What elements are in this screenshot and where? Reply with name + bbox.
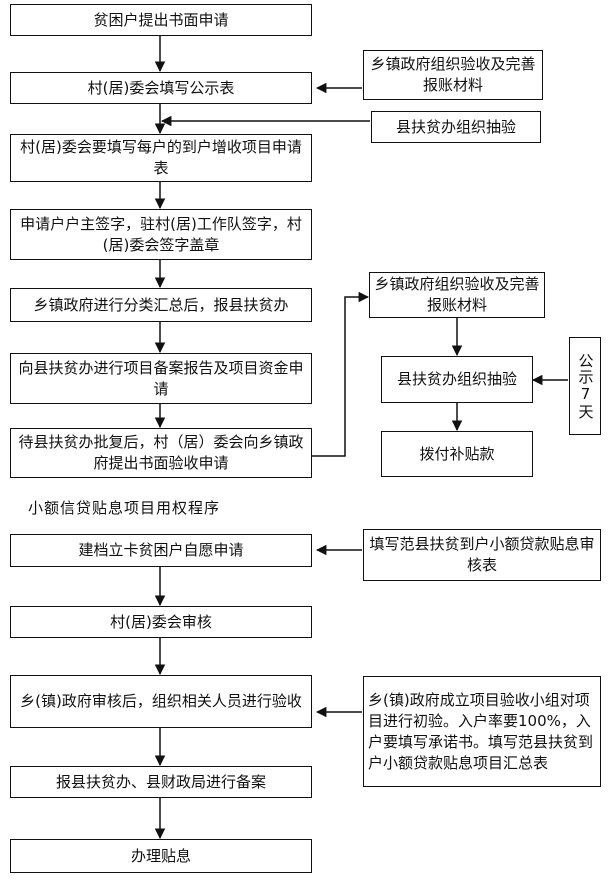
flow2-step-county-filing: 报县扶贫办、县财政局进行备案	[10, 766, 312, 798]
branch-connector	[312, 291, 370, 457]
flow2-step-interest-subsidy-text: 办理贴息	[130, 846, 191, 865]
flow1-step-township-summary-text: 乡镇政府进行分类汇总后，报县扶贫办	[33, 295, 289, 314]
flow2-side-form: 填写范县扶贫到户小额贷款贴息审核表	[363, 529, 601, 581]
flow1-branch-acceptance-text: 乡镇政府组织验收及完善报账材料	[374, 275, 540, 314]
flow1-step-apply: 贫困户提出书面申请	[10, 4, 312, 36]
flow1-step-apply-text: 贫困户提出书面申请	[93, 10, 229, 29]
flow1-side-acceptance-text: 乡镇政府组织验收及完善报账材料	[370, 55, 536, 94]
section-title: 小额信贷贴息项目用权程序	[28, 499, 221, 517]
flow2-step-township-review-text: 乡(镇)政府审核后，组织相关人员进行验收	[20, 692, 302, 710]
flow1-branch-acceptance: 乡镇政府组织验收及完善报账材料	[369, 272, 545, 318]
flow1-branch-payment-text: 拨付补贴款	[419, 444, 495, 463]
flow1-step-publicity-form-text: 村(居)委会填写公示表	[87, 78, 235, 97]
flow1-step-township-summary: 乡镇政府进行分类汇总后，报县扶贫办	[10, 288, 312, 322]
flow1-branch-payment: 拨付补贴款	[381, 431, 533, 477]
flow2-step-village-review-text: 村(居)委会审核	[110, 612, 212, 631]
flow1-step-project-application: 村(居)委会要填写每户的到户增收项目申请表	[10, 134, 312, 182]
flow1-publicity-7-days-text: 公示7天	[576, 352, 595, 420]
flow1-step-acceptance-request: 待县扶贫办批复后，村（居）委会向乡镇政府提出书面验收申请	[10, 428, 312, 478]
flow1-side-acceptance: 乡镇政府组织验收及完善报账材料	[363, 50, 543, 100]
flow1-branch-spotcheck-text: 县扶贫办组织抽验	[396, 370, 517, 388]
flow1-side-spotcheck-text: 县扶贫办组织抽验	[395, 117, 516, 136]
flow2-step-interest-subsidy: 办理贴息	[10, 839, 312, 873]
flow2-step-township-review: 乡(镇)政府审核后，组织相关人员进行验收	[10, 675, 312, 728]
flow2-side-form-text: 填写范县扶贫到户小额贷款贴息审核表	[369, 535, 595, 574]
flow1-step-publicity-form: 村(居)委会填写公示表	[10, 72, 312, 104]
flow1-step-acceptance-request-text: 待县扶贫办批复后，村（居）委会向乡镇政府提出书面验收申请	[18, 433, 304, 472]
flow1-step-signatures: 申请户户主签字，驻村(居)工作队签字，村(居)委会签字盖章	[10, 209, 312, 260]
flow2-step-village-review: 村(居)委会审核	[10, 606, 312, 638]
flow1-step-signatures-text: 申请户户主签字，驻村(居)工作队签字，村(居)委会签字盖章	[20, 214, 302, 254]
flow1-side-spotcheck: 县扶贫办组织抽验	[371, 111, 541, 143]
flow2-step-voluntary-application: 建档立卡贫困户自愿申请	[10, 534, 312, 567]
flow1-publicity-7-days: 公示7天	[569, 337, 601, 435]
flow2-step-voluntary-application-text: 建档立卡贫困户自愿申请	[78, 541, 244, 559]
flow2-step-county-filing-text: 报县扶贫办、县财政局进行备案	[55, 772, 266, 791]
flow1-step-filing-report-text: 向县扶贫办进行项目备案报告及项目资金申请	[18, 358, 304, 398]
flow1-branch-spotcheck: 县扶贫办组织抽验	[381, 356, 533, 403]
flow1-step-filing-report: 向县扶贫办进行项目备案报告及项目资金申请	[10, 353, 312, 404]
flow2-side-initial-check-text: 乡(镇)政府成立项目验收小组对项目进行初验。入户率要100%，入户要填写承诺书。…	[368, 690, 594, 772]
flow2-side-initial-check: 乡(镇)政府成立项目验收小组对项目进行初验。入户率要100%，入户要填写承诺书。…	[363, 676, 601, 787]
flow1-step-project-application-text: 村(居)委会要填写每户的到户增收项目申请表	[20, 138, 302, 177]
